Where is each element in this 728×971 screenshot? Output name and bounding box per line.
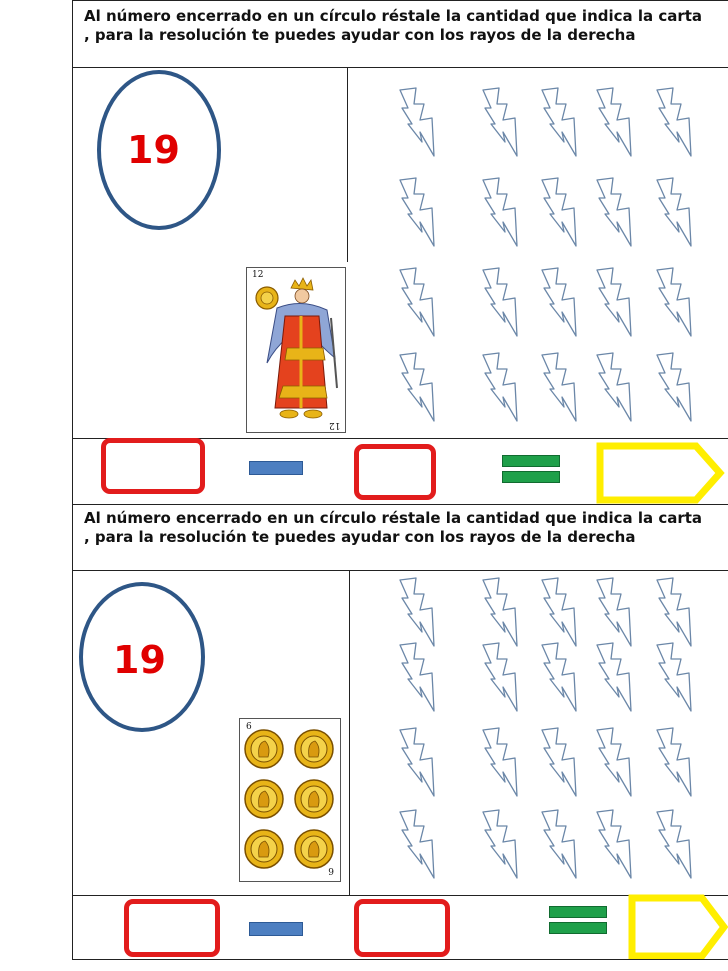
lightning-bolt-icon	[541, 352, 577, 422]
lightning-bolt-icon	[482, 642, 518, 712]
number-circle-1	[97, 70, 221, 230]
divider	[72, 570, 728, 571]
lightning-bolt-icon	[541, 809, 577, 879]
lightning-bolt-icon	[656, 809, 692, 879]
lightning-bolt-icon	[399, 352, 435, 422]
lightning-bolt-icon	[482, 577, 518, 647]
lightning-bolt-icon	[541, 727, 577, 797]
card-index-top: 12	[252, 270, 264, 280]
minus-sign-icon	[249, 461, 303, 475]
equals-sign-icon	[549, 906, 607, 918]
lightning-bolt-icon	[399, 177, 435, 247]
answer-box-minuend-1[interactable]	[101, 438, 205, 494]
answer-box-minuend-2[interactable]	[124, 899, 220, 957]
arrow-result-box-icon[interactable]	[628, 894, 728, 960]
equals-sign-icon	[502, 471, 560, 483]
lightning-bolt-icon	[541, 87, 577, 157]
lightning-bolt-icon	[596, 267, 632, 337]
lightning-bolt-icon	[541, 267, 577, 337]
table-border-bottom	[72, 959, 728, 960]
lightning-bolt-icon	[482, 809, 518, 879]
number-circle-2	[79, 582, 205, 732]
lightning-bolt-icon	[596, 87, 632, 157]
lightning-bolt-icon	[399, 267, 435, 337]
lightning-bolt-icon	[596, 809, 632, 879]
lightning-bolt-icon	[656, 177, 692, 247]
circled-number-2: 19	[113, 638, 166, 682]
divider	[72, 895, 728, 896]
lightning-bolt-icon	[656, 642, 692, 712]
column-divider	[349, 570, 350, 895]
lightning-bolt-icon	[482, 267, 518, 337]
lightning-bolt-icon	[656, 87, 692, 157]
lightning-bolt-icon	[656, 577, 692, 647]
divider	[72, 438, 728, 439]
card-index-bottom: 9	[328, 868, 334, 878]
gold-coin-icon	[294, 829, 334, 869]
gold-coin-icon	[244, 829, 284, 869]
lightning-bolt-icon	[482, 87, 518, 157]
lightning-bolt-icon	[596, 352, 632, 422]
arrow-result-box-icon[interactable]	[596, 442, 726, 504]
lightning-bolt-icon	[596, 177, 632, 247]
playing-card-2: 6 9	[239, 718, 341, 882]
lightning-bolt-icon	[399, 727, 435, 797]
gold-coin-icon	[244, 779, 284, 819]
divider	[72, 67, 728, 68]
answer-box-subtrahend-2[interactable]	[354, 899, 450, 957]
lightning-bolt-icon	[399, 809, 435, 879]
lightning-bolt-icon	[656, 352, 692, 422]
equals-sign-icon	[502, 455, 560, 467]
table-border-top	[72, 0, 728, 1]
divider	[72, 504, 728, 505]
lightning-bolt-icon	[541, 177, 577, 247]
minus-sign-icon	[249, 922, 303, 936]
lightning-bolt-icon	[482, 352, 518, 422]
gold-coin-icon	[294, 779, 334, 819]
lightning-bolt-icon	[541, 642, 577, 712]
lightning-bolt-icon	[482, 177, 518, 247]
lightning-bolt-icon	[399, 642, 435, 712]
card-index-top: 6	[246, 722, 252, 732]
coins-grid	[244, 729, 334, 869]
playing-card-1: 12 12	[246, 267, 346, 433]
lightning-bolt-icon	[596, 727, 632, 797]
lightning-bolt-icon	[596, 642, 632, 712]
king-figure-icon	[255, 277, 338, 419]
answer-box-subtrahend-1[interactable]	[354, 444, 436, 500]
gold-coin-icon	[244, 729, 284, 769]
lightning-bolt-icon	[399, 577, 435, 647]
equals-sign-icon	[549, 922, 607, 934]
table-border-left	[72, 0, 73, 960]
instruction-1: Al número encerrado en un círculo réstal…	[84, 7, 703, 44]
lightning-bolt-icon	[656, 267, 692, 337]
column-divider	[347, 67, 348, 262]
lightning-bolt-icon	[399, 87, 435, 157]
circled-number-1: 19	[127, 128, 180, 172]
lightning-bolt-icon	[596, 577, 632, 647]
lightning-bolt-icon	[656, 727, 692, 797]
gold-coin-icon	[294, 729, 334, 769]
lightning-bolt-icon	[482, 727, 518, 797]
lightning-bolt-icon	[541, 577, 577, 647]
instruction-2: Al número encerrado en un círculo réstal…	[84, 509, 703, 546]
